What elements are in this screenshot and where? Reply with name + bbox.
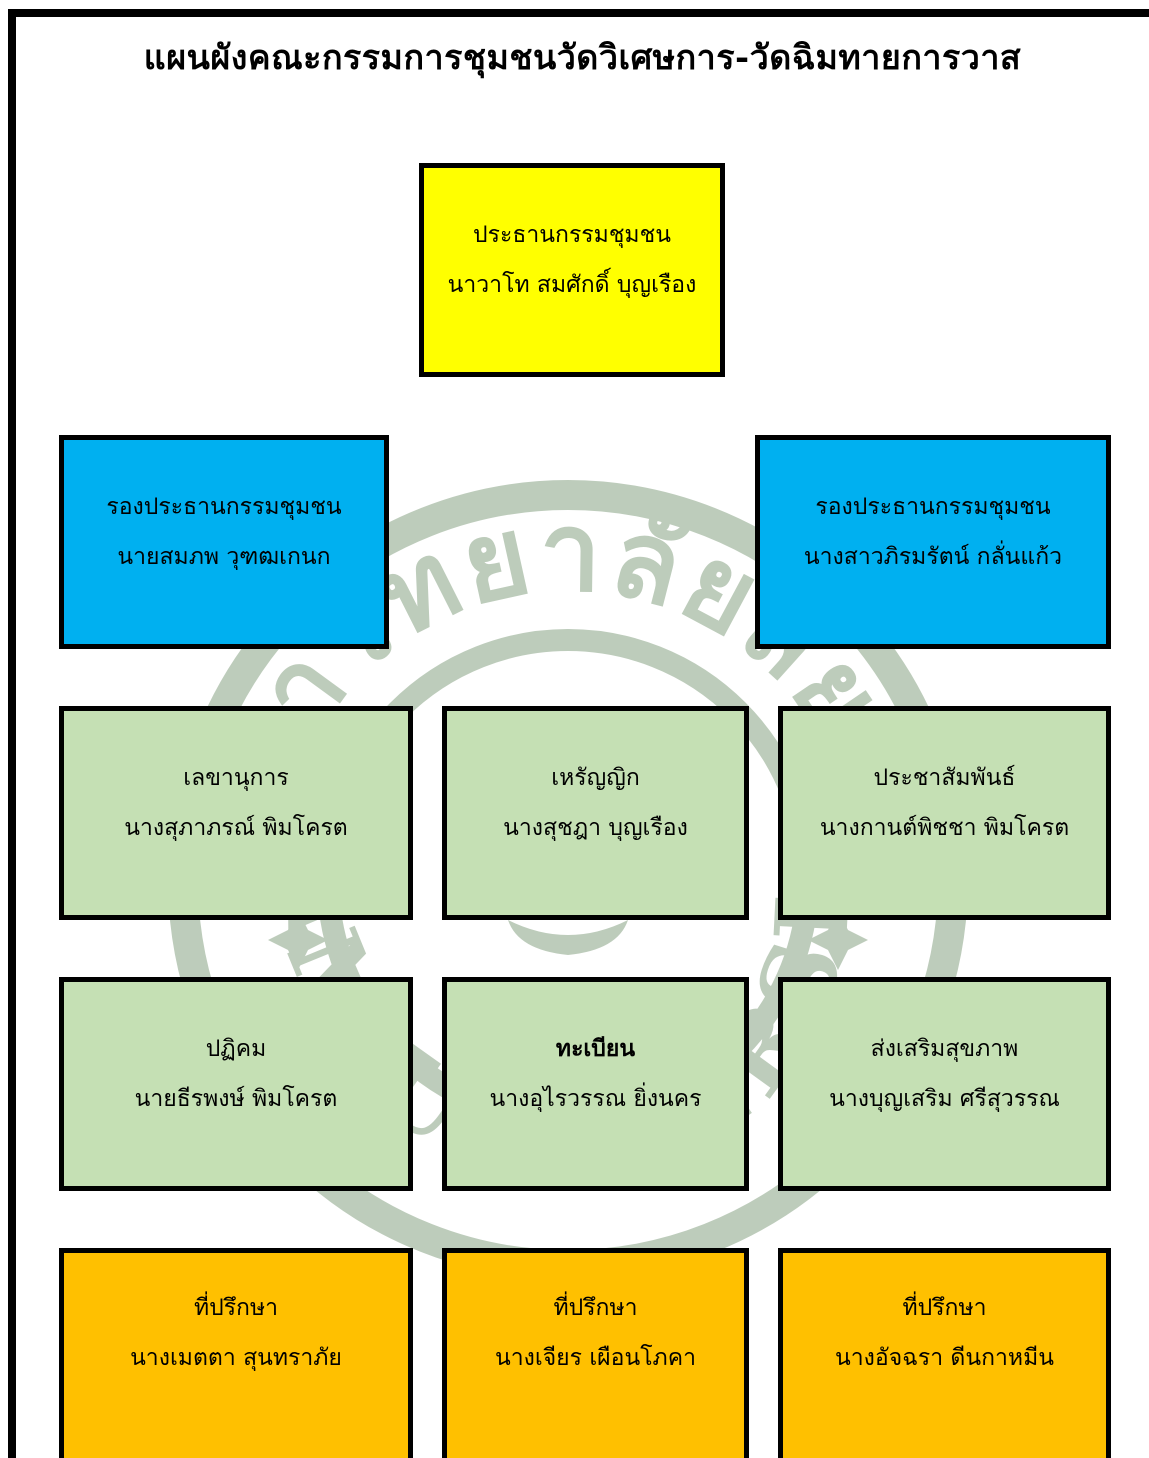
registration-box: ทะเบียน นางอุไรวรรณ ยิ่งนคร — [442, 977, 749, 1191]
secretary-name: นางสุภาภรณ์ พิมโครต — [124, 815, 348, 841]
treasurer-name: นางสุชฎา บุญเรือง — [503, 815, 688, 841]
vice-president-left-box: รองประธานกรรมชุมชน นายสมภพ วุฑฒเกนก — [59, 435, 389, 649]
president-name: นาวาโท สมศักดิ์ บุญเรือง — [447, 272, 697, 298]
reception-box: ปฏิคม นายธีรพงษ์ พิมโครต — [59, 977, 413, 1191]
advisor-box-2: ที่ปรึกษา นางเจียร เผือนโภคา — [442, 1248, 749, 1458]
president-role: ประธานกรรมชุมชน — [473, 222, 671, 248]
advisor-name: นางอัจฉรา ดีนกาหมีน — [835, 1345, 1054, 1371]
treasurer-box: เหรัญญิก นางสุชฎา บุญเรือง — [442, 706, 749, 920]
page-frame — [8, 9, 1149, 1458]
registration-name: นางอุไรวรรณ ยิ่งนคร — [489, 1086, 702, 1112]
public-relations-box: ประชาสัมพันธ์ นางกานต์พิชชา พิมโครต — [778, 706, 1111, 920]
vice-president-name: นายสมภพ วุฑฒเกนก — [117, 544, 331, 570]
reception-role: ปฏิคม — [205, 1036, 267, 1062]
vice-president-role: รองประธานกรรมชุมชน — [106, 494, 342, 520]
secretary-box: เลขานุการ นางสุภาภรณ์ พิมโครต — [59, 706, 413, 920]
president-box: ประธานกรรมชุมชน นาวาโท สมศักดิ์ บุญเรือง — [419, 163, 725, 377]
vice-president-name: นางสาวภิรมรัตน์ กลั่นแก้ว — [803, 544, 1063, 570]
advisor-role: ที่ปรึกษา — [553, 1295, 638, 1321]
vice-president-right-box: รองประธานกรรมชุมชน นางสาวภิรมรัตน์ กลั่น… — [755, 435, 1111, 649]
health-promotion-role: ส่งเสริมสุขภาพ — [870, 1036, 1019, 1062]
public-relations-role: ประชาสัมพันธ์ — [873, 765, 1016, 791]
advisor-name: นางเจียร เผือนโภคา — [494, 1345, 697, 1371]
registration-role: ทะเบียน — [555, 1035, 636, 1062]
advisor-role: ที่ปรึกษา — [193, 1295, 279, 1321]
reception-name: นายธีรพงษ์ พิมโครต — [134, 1086, 338, 1112]
vice-president-role: รองประธานกรรมชุมชน — [815, 494, 1051, 520]
public-relations-name: นางกานต์พิชชา พิมโครต — [819, 815, 1070, 841]
advisor-box-1: ที่ปรึกษา นางเมตตา สุนทราภัย — [59, 1248, 413, 1458]
health-promotion-name: นางบุญเสริม ศรีสุวรรณ — [829, 1086, 1060, 1112]
advisor-name: นางเมตตา สุนทราภัย — [130, 1345, 342, 1371]
chart-title: แผนผังคณะกรรมการชุมชนวัดวิเศษการ-วัดฉิมท… — [143, 38, 1022, 78]
secretary-role: เลขานุการ — [183, 765, 289, 791]
advisor-role: ที่ปรึกษา — [902, 1295, 987, 1321]
advisor-box-3: ที่ปรึกษา นางอัจฉรา ดีนกาหมีน — [778, 1248, 1111, 1458]
health-promotion-box: ส่งเสริมสุขภาพ นางบุญเสริม ศรีสุวรรณ — [778, 977, 1111, 1191]
treasurer-role: เหรัญญิก — [551, 765, 640, 791]
